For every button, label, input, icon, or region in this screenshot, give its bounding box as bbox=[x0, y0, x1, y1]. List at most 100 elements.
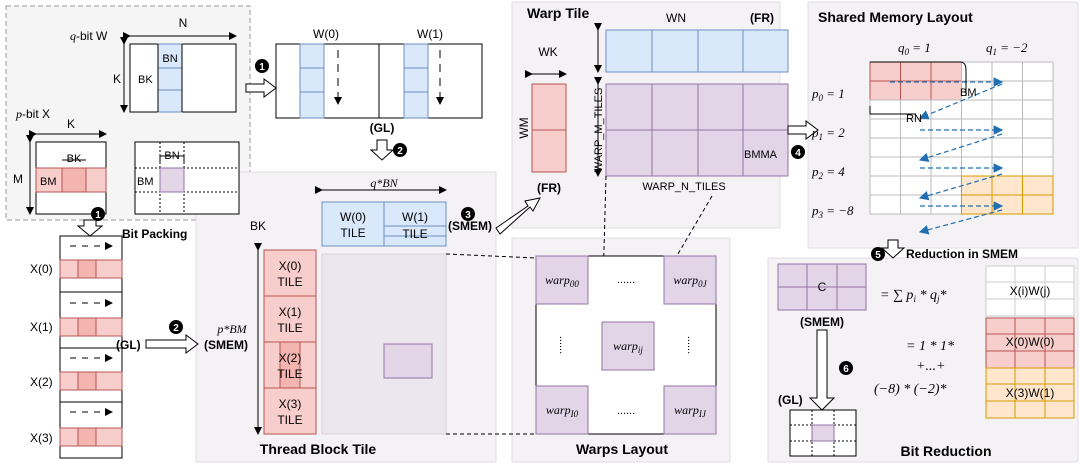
smem-cell bbox=[930, 175, 962, 196]
smem-cell bbox=[991, 80, 1023, 101]
warp-00: warp00 bbox=[545, 273, 579, 289]
wt-warp-n-tiles: WARP_N_TILES bbox=[642, 181, 725, 193]
smem-cell bbox=[991, 175, 1023, 196]
hollow-arrow-to-warp bbox=[495, 197, 541, 235]
smem-flow-arrow bbox=[918, 173, 1003, 201]
tb-qbn: q*BN bbox=[370, 176, 398, 190]
smem-cell bbox=[869, 194, 901, 215]
sm-q0: q0 = 1 bbox=[898, 40, 931, 57]
shared-memory-title: Shared Memory Layout bbox=[818, 9, 973, 25]
smem-cell bbox=[1022, 80, 1054, 101]
reduction-step-label: Reduction in SMEM bbox=[906, 247, 1018, 261]
sum-line-3: +...+ bbox=[916, 359, 945, 374]
smem-zigzag-arrows bbox=[890, 77, 1004, 235]
smem-cell bbox=[900, 61, 932, 82]
smem-cell bbox=[869, 61, 901, 82]
smem-cell bbox=[991, 99, 1023, 120]
smem-cell bbox=[930, 137, 962, 158]
x3w1-block bbox=[985, 367, 1075, 419]
smem-p-row-label: p3 = −8 bbox=[811, 203, 854, 220]
bp-x3: X(3) bbox=[30, 431, 53, 445]
tb-x2: X(2) bbox=[279, 351, 302, 365]
tb-x2-tile: TILE bbox=[277, 367, 302, 381]
smem-cell bbox=[961, 194, 993, 215]
hollow-arrow-to-smem bbox=[145, 334, 199, 354]
tb-w0: W(0) bbox=[340, 210, 366, 224]
tb-smem-top: (SMEM) bbox=[448, 219, 492, 233]
smem-cell bbox=[900, 156, 932, 177]
smem-p-row-label: p0 = 1 bbox=[811, 86, 845, 103]
tb-bk: BK bbox=[250, 219, 266, 233]
tb-x3: X(3) bbox=[279, 397, 302, 411]
smem-cell bbox=[1022, 61, 1054, 82]
sm-rn-bracket bbox=[869, 106, 916, 115]
warp-b-fragment bbox=[594, 23, 789, 73]
thread-block-title: Thread Block Tile bbox=[260, 441, 377, 457]
out-bn-label: BN bbox=[164, 150, 179, 162]
svg-text:2: 2 bbox=[173, 323, 179, 334]
svg-text:1: 1 bbox=[95, 210, 101, 221]
smem-cell bbox=[991, 61, 1023, 82]
reduction-gl: (GL) bbox=[778, 393, 803, 407]
wt-wm: WM bbox=[517, 117, 531, 138]
tb-x0: X(0) bbox=[279, 259, 302, 273]
wt-bmma: BMMA bbox=[744, 149, 778, 161]
global-c-block bbox=[789, 409, 857, 457]
sum-line-4: (−8) * (−2)* bbox=[874, 382, 947, 397]
smem-p-row-label: p1 = 2 bbox=[811, 125, 845, 142]
smem-flow-arrow bbox=[918, 133, 1003, 163]
gw-w0: W(0) bbox=[313, 27, 339, 41]
smem-flow-arrow bbox=[918, 209, 1003, 235]
smem-cell bbox=[869, 175, 901, 196]
tb-pbm: p*BM bbox=[216, 322, 247, 336]
warp-hdots-bottom: ...... bbox=[617, 405, 635, 417]
x-k-label: K bbox=[67, 117, 75, 131]
smem-cell bbox=[930, 61, 962, 82]
svg-text:2: 2 bbox=[397, 146, 403, 157]
xw-generic-block bbox=[985, 265, 1075, 317]
warp-ij: warpij bbox=[613, 339, 643, 355]
smem-cell bbox=[900, 175, 932, 196]
svg-text:3: 3 bbox=[465, 210, 471, 221]
smem-cell bbox=[930, 118, 962, 139]
wt-fr-bottom: (FR) bbox=[537, 181, 561, 195]
step-badge: 1 bbox=[255, 59, 269, 73]
sm-bm-bracket bbox=[870, 61, 967, 96]
x-matrix bbox=[26, 130, 107, 215]
down-arrow-to-block bbox=[369, 139, 395, 161]
bp-x1: X(1) bbox=[30, 320, 53, 334]
smem-cell bbox=[869, 118, 901, 139]
block-w-tiles bbox=[315, 186, 447, 247]
tb-x1-tile: TILE bbox=[277, 321, 302, 335]
warp-hdots-top: ...... bbox=[617, 274, 635, 286]
svg-text:4: 4 bbox=[795, 148, 801, 159]
smem-cell bbox=[961, 175, 993, 196]
warp-vdots-right: ...... bbox=[685, 336, 697, 354]
wt-warp-m-tiles: WARP_M_TILES bbox=[593, 88, 605, 173]
proj-line-top bbox=[445, 253, 537, 259]
xw-generic-label: X(i)W(j) bbox=[1010, 284, 1051, 298]
w-matrix bbox=[120, 32, 237, 113]
smem-cell bbox=[930, 80, 962, 101]
warp-c-accumulator bbox=[594, 77, 789, 177]
svg-text:6: 6 bbox=[843, 364, 849, 375]
smem-cell bbox=[930, 156, 962, 177]
smem-cell bbox=[991, 137, 1023, 158]
step-badge: 2 bbox=[169, 320, 183, 334]
tb-x3-tile: TILE bbox=[277, 413, 302, 427]
smem-cell bbox=[961, 156, 993, 177]
tb-x1: X(1) bbox=[279, 305, 302, 319]
sum-formula: = ∑ pi * qj* bbox=[880, 288, 946, 304]
block-c-area bbox=[321, 253, 447, 435]
warp-tile-title: Warp Tile bbox=[527, 5, 589, 21]
smem-p-row-label: p2 = 4 bbox=[811, 164, 845, 181]
smem-cell bbox=[869, 156, 901, 177]
smem-cell bbox=[961, 99, 993, 120]
down-arrow-to-packing bbox=[76, 219, 104, 237]
warps-grid bbox=[535, 255, 717, 435]
step-badge: 2 bbox=[393, 143, 407, 157]
block-x-tiles bbox=[254, 243, 317, 435]
sm-bm: BM bbox=[960, 87, 977, 99]
bit-packing-stack bbox=[59, 235, 123, 459]
